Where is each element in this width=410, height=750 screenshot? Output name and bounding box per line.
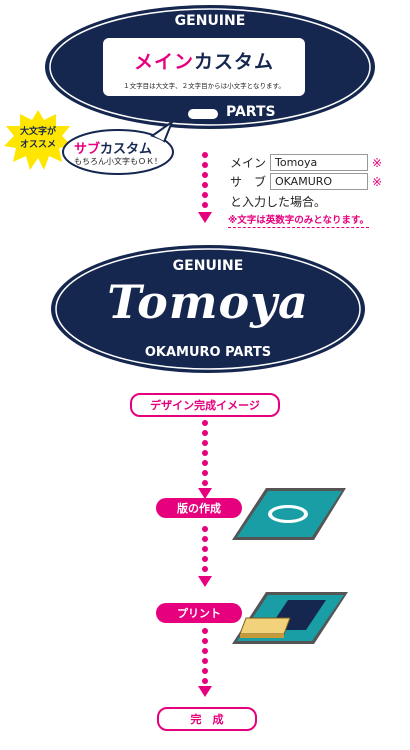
- screen-plate-icon: [232, 488, 346, 540]
- sub-custom-suffix: カスタム: [100, 142, 153, 157]
- burst-icon: [4, 110, 72, 170]
- step-done: 完 成: [157, 707, 257, 731]
- burst-line-2: オススメ: [19, 140, 56, 150]
- step-make-plate: 版の作成: [156, 498, 242, 518]
- main-custom-prefix: メイン: [133, 51, 194, 73]
- step-design-image: デザイン完成イメージ: [130, 393, 280, 417]
- arrow-down-icon: [198, 488, 212, 499]
- sub-input-mark: ※: [372, 174, 383, 189]
- sub-custom-note: もちろん小文字もＯＫ！: [74, 157, 162, 166]
- result-genuine-text: GENUINE: [172, 258, 244, 274]
- sub-input-label: サ ブ: [230, 175, 267, 189]
- input-result-text: と入力した場合。: [230, 195, 327, 209]
- sub-input-field[interactable]: OKAMURO: [270, 173, 368, 190]
- arrow-down-icon: [198, 576, 212, 587]
- squeegee-icon: [232, 592, 348, 644]
- burst-line-1: 大文字が: [19, 127, 56, 137]
- main-custom-note: １文字目は大文字、２文字目からは小文字となります。: [123, 82, 285, 90]
- arrow-down-icon: [198, 686, 212, 697]
- main-input-field[interactable]: Tomoya: [270, 154, 368, 171]
- dotted-connector-3: [202, 526, 208, 576]
- result-oval-badge: [49, 243, 367, 375]
- main-input-label: メイン: [230, 156, 267, 170]
- result-okamuro-parts-text: OKAMURO PARTS: [144, 345, 272, 360]
- main-custom-box: メインカスタム １文字目は大文字、２文字目からは小文字となります。: [103, 38, 305, 96]
- alphanumeric-note: ※文字は英数字のみとなります。: [228, 212, 370, 228]
- top-parts-text: PARTS: [226, 104, 276, 120]
- sub-input-row: サ ブ OKAMURO ※: [230, 173, 382, 190]
- main-input-mark: ※: [372, 155, 383, 170]
- dotted-connector-2: [202, 420, 208, 490]
- sub-speech-bubble: [62, 120, 174, 175]
- step-print: プリント: [156, 603, 242, 623]
- result-script-logo: Tomoya: [107, 275, 309, 329]
- top-genuine-text: GENUINE: [174, 13, 246, 29]
- sub-placeholder-bar: [188, 109, 218, 119]
- dotted-connector-1: [202, 152, 208, 212]
- dotted-connector-4: [202, 628, 208, 688]
- arrow-down-icon: [198, 212, 212, 223]
- sub-custom-prefix: サブ: [74, 142, 101, 157]
- main-input-row: メイン Tomoya ※: [230, 154, 382, 171]
- main-custom-suffix: カスタム: [194, 51, 275, 73]
